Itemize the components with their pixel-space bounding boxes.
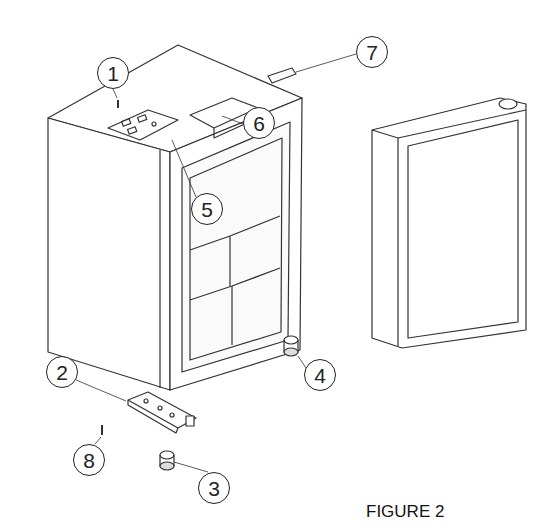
callout-number: 5 <box>201 199 213 220</box>
callout-number: 8 <box>83 450 95 471</box>
callout-number: 6 <box>253 113 265 134</box>
callout-number: 1 <box>107 63 119 84</box>
callout-number: 7 <box>366 42 378 63</box>
callout-circle: 5 <box>191 193 223 225</box>
callout-circle: 6 <box>243 107 275 139</box>
callout-circle: 3 <box>198 472 230 504</box>
figure-caption: FIGURE 2 <box>366 502 444 522</box>
callout-circle: 7 <box>356 36 388 68</box>
callout-circle: 2 <box>46 356 78 388</box>
callout-circle: 1 <box>97 57 129 89</box>
callout-number: 2 <box>56 362 68 383</box>
callout-number: 3 <box>208 478 220 499</box>
callout-circle: 8 <box>73 444 105 476</box>
callout-circle: 4 <box>304 359 336 391</box>
callout-number: 4 <box>314 365 326 386</box>
